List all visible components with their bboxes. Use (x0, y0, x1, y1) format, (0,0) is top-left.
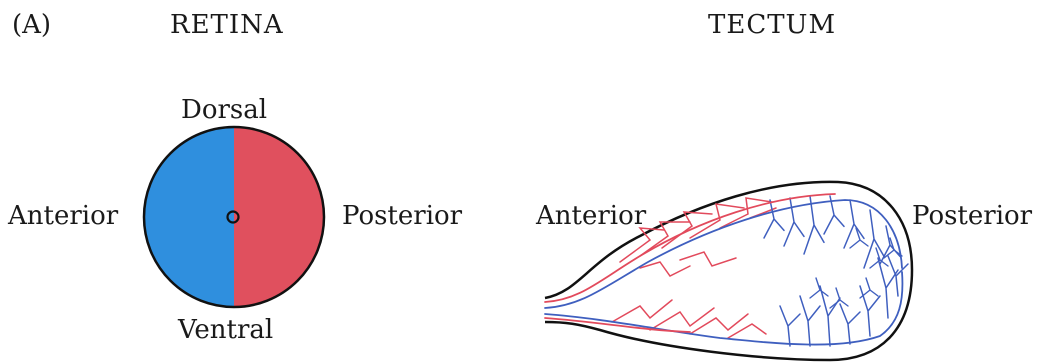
retina-posterior-half (234, 120, 334, 320)
tectum-shape (545, 182, 912, 360)
retina-anterior-half (140, 120, 234, 320)
tectum-outline (545, 182, 912, 360)
retina-disc (140, 120, 334, 320)
